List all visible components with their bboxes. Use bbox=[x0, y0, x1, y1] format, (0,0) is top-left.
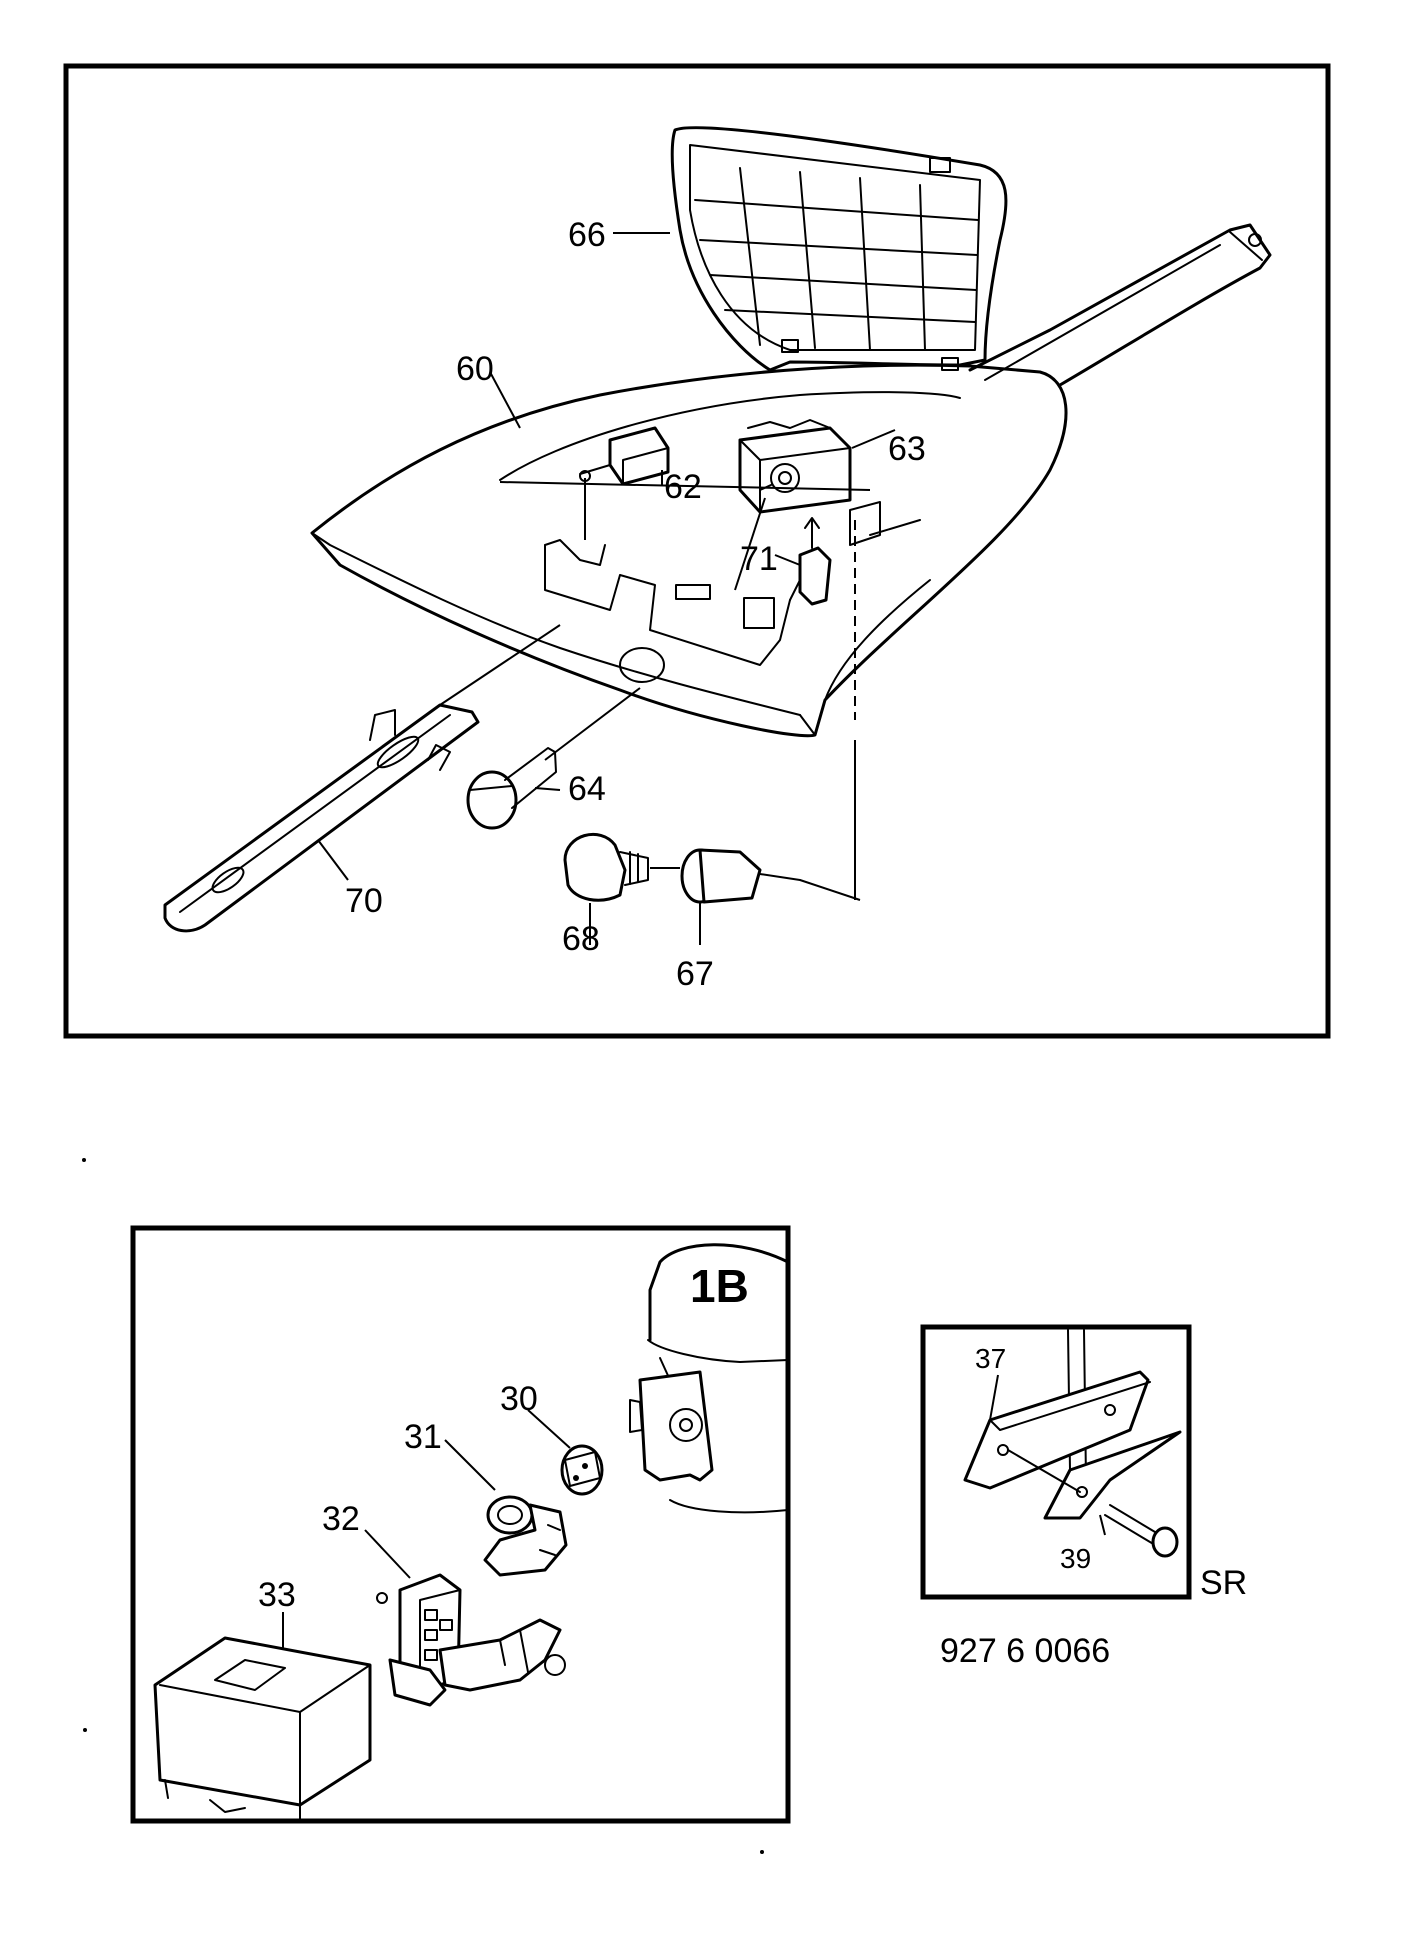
compressor-panel: 1B bbox=[130, 1225, 791, 1824]
housing-arm bbox=[968, 223, 1272, 387]
lamp-housing-part-60 bbox=[310, 363, 1068, 738]
label-37: 37 bbox=[975, 1343, 1006, 1374]
compressor-body bbox=[629, 1243, 790, 1514]
label-60: 60 bbox=[456, 350, 494, 388]
variant-label: SR bbox=[1200, 1564, 1247, 1602]
bracket-panel-frame bbox=[920, 1324, 1192, 1600]
stray-mark bbox=[760, 1850, 764, 1854]
label-30: 30 bbox=[500, 1380, 538, 1418]
label-32: 32 bbox=[322, 1500, 360, 1538]
grille-lid-part-66 bbox=[670, 126, 1008, 372]
label-31: 31 bbox=[404, 1418, 442, 1456]
compressor-panel-frame bbox=[130, 1225, 791, 1824]
stray-mark bbox=[83, 1728, 87, 1732]
main-panel: 66 60 62 63 71 64 70 68 67 bbox=[63, 63, 1331, 1039]
compressor-badge: 1B bbox=[690, 1260, 749, 1312]
bracket-panel: 37 39 SR bbox=[920, 1324, 1247, 1602]
relay-board-part-32 bbox=[376, 1573, 566, 1707]
bracket-part-70 bbox=[163, 703, 480, 933]
part-number: 927 6 0066 bbox=[940, 1632, 1110, 1670]
bulb-part-68 bbox=[563, 832, 680, 902]
thermostat-part-63 bbox=[738, 419, 852, 514]
label-39: 39 bbox=[1060, 1543, 1091, 1574]
socket-part-67 bbox=[680, 848, 861, 904]
screw-part-39 bbox=[1104, 1504, 1179, 1558]
overload-protector-part-31 bbox=[483, 1495, 568, 1577]
clip-part-71 bbox=[798, 517, 832, 606]
label-66: 66 bbox=[568, 216, 606, 254]
label-68: 68 bbox=[562, 920, 600, 958]
stray-mark bbox=[82, 1158, 86, 1162]
label-33: 33 bbox=[258, 1576, 296, 1614]
relay-cap-part-30 bbox=[560, 1444, 604, 1496]
compressor-leaders bbox=[282, 1409, 571, 1650]
label-71: 71 bbox=[740, 540, 778, 578]
assembly-lines bbox=[439, 478, 871, 900]
main-panel-frame bbox=[63, 63, 1331, 1039]
cover-part-33 bbox=[153, 1636, 372, 1823]
label-67: 67 bbox=[676, 955, 714, 993]
label-63: 63 bbox=[888, 430, 926, 468]
label-70: 70 bbox=[345, 882, 383, 920]
knob-part-64 bbox=[466, 687, 641, 830]
label-leaders bbox=[317, 232, 896, 945]
label-62: 62 bbox=[664, 468, 702, 506]
label-64: 64 bbox=[568, 770, 606, 808]
